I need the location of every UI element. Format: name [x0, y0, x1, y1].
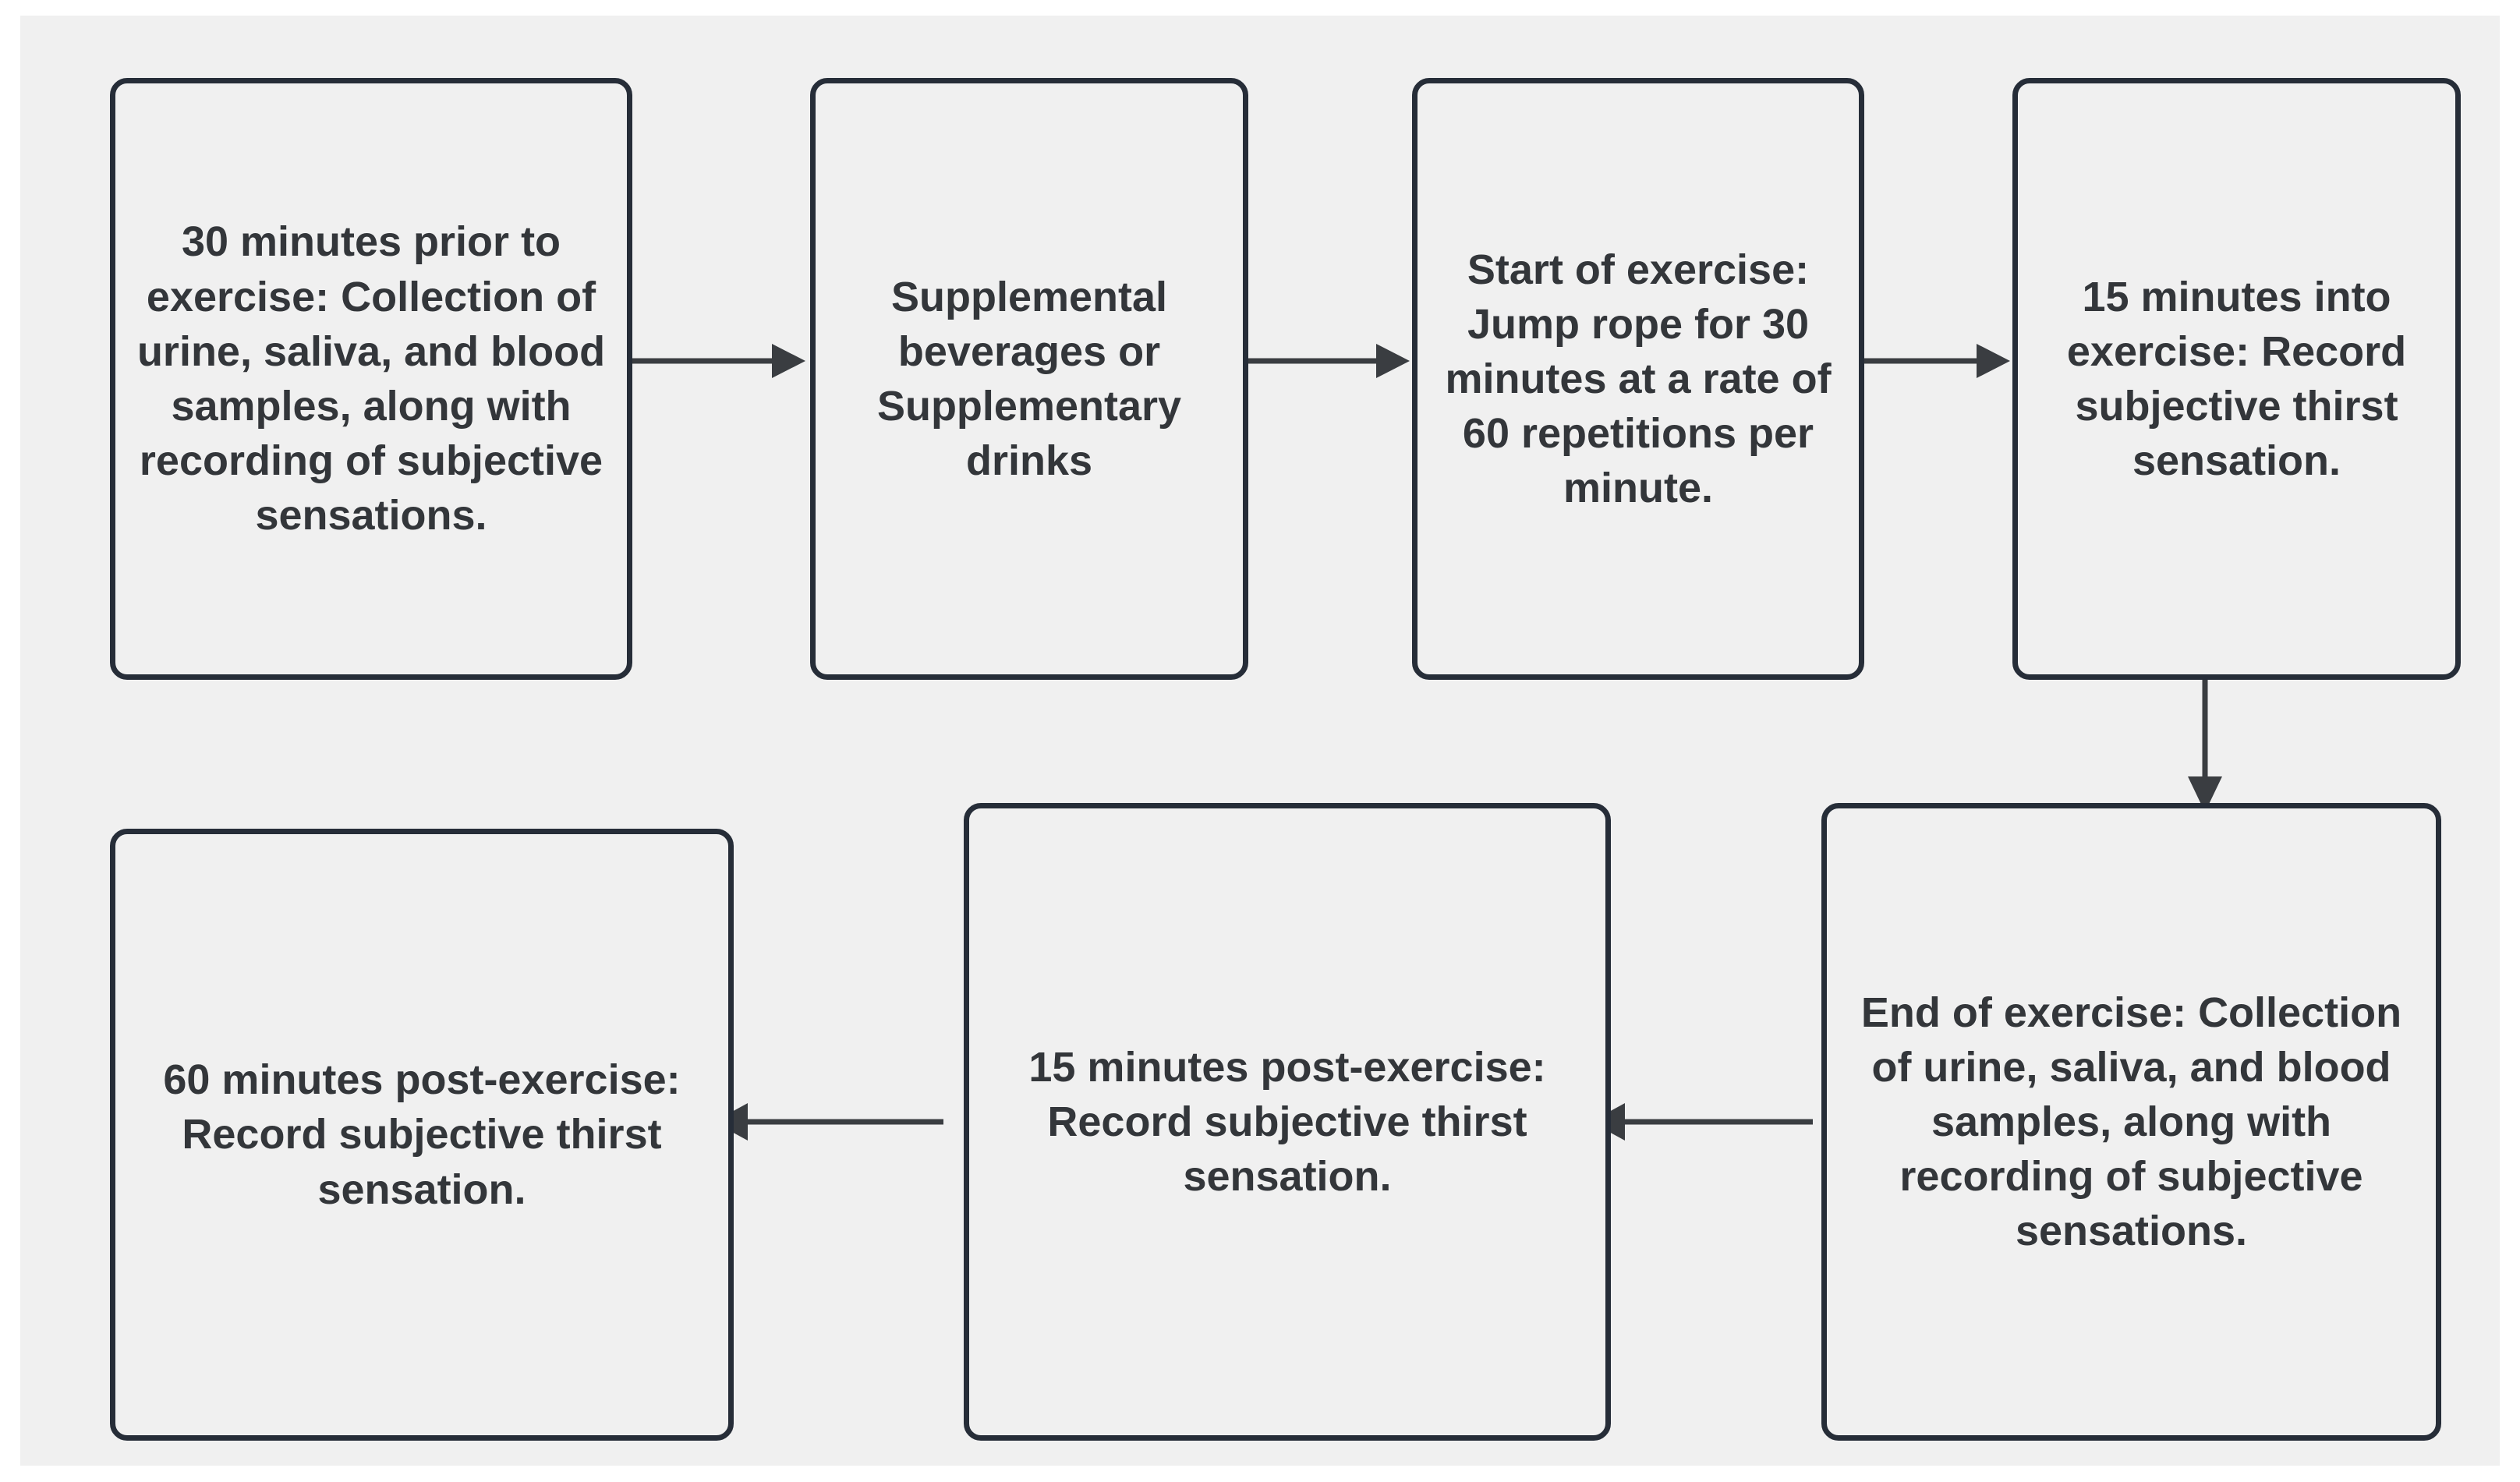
edge-exercise-start-to-mid-exercise [1844, 338, 2010, 384]
edge-post15-to-post60 [713, 1098, 943, 1145]
node-supplemental-beverages[interactable]: Supplemental beverages or Supplementary … [810, 78, 1248, 680]
diagram-surface: 30 minutes prior to exercise: Collection… [20, 16, 2500, 1466]
node-exercise-start[interactable]: Start of exercise: Jump rope for 30 minu… [1412, 78, 1864, 680]
edge-pre-exercise-to-beverages [612, 338, 805, 384]
edge-beverages-to-exercise-start [1228, 338, 1410, 384]
node-post15-thirst[interactable]: 15 minutes post-exercise: Record subject… [964, 803, 1611, 1441]
node-end-exercise-sampling[interactable]: End of exercise: Collection of urine, sa… [1821, 803, 2441, 1441]
node-post60-thirst[interactable]: 60 minutes post-exercise: Record subject… [110, 829, 734, 1441]
node-pre-exercise-sampling[interactable]: 30 minutes prior to exercise: Collection… [110, 78, 632, 680]
edge-mid-exercise-to-end-exercise [2182, 660, 2228, 812]
node-mid-exercise-thirst[interactable]: 15 minutes into exercise: Record subject… [2012, 78, 2461, 680]
edge-end-exercise-to-post15 [1591, 1098, 1813, 1145]
